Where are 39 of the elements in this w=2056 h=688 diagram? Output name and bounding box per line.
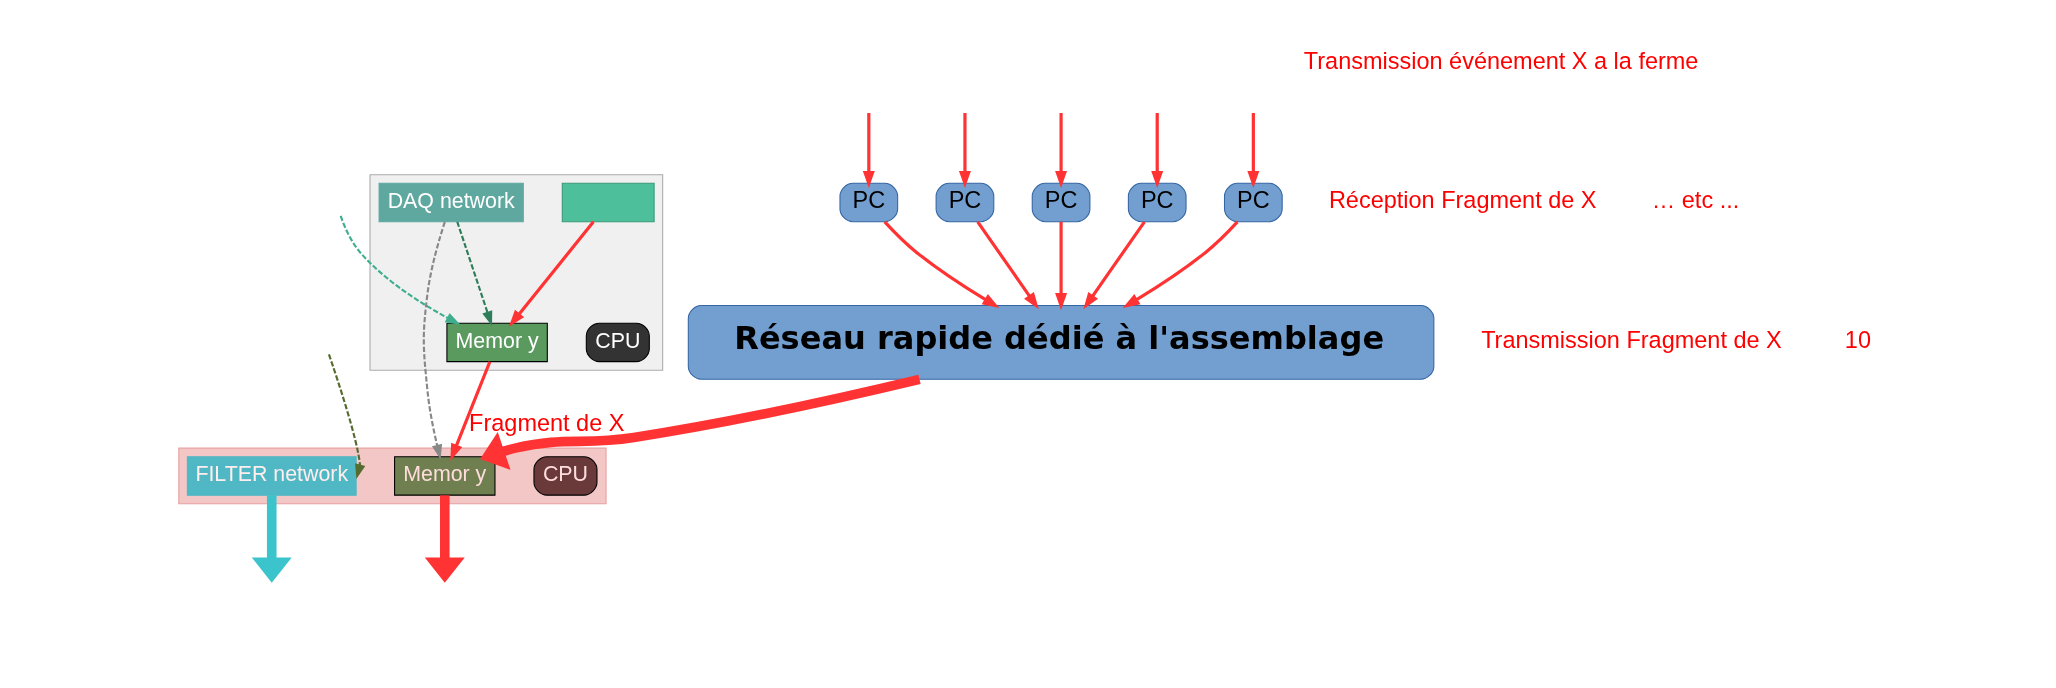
label: Transmission Fragment de X bbox=[1480, 327, 1782, 354]
node-box: DAQ network bbox=[378, 182, 524, 223]
arrow bbox=[1054, 113, 1067, 188]
node-box: PC bbox=[1031, 182, 1090, 223]
label: 10 bbox=[1844, 327, 1871, 354]
arrow bbox=[508, 220, 595, 327]
node-box: PC bbox=[838, 182, 898, 223]
arrow bbox=[1122, 220, 1239, 308]
label: Transmission événement X a la ferme bbox=[1303, 47, 1698, 74]
edge-label: Fragment de X bbox=[468, 409, 624, 436]
node-box: Réseau rapide dédié à l'assemblage bbox=[687, 305, 1434, 380]
node-box: PC bbox=[1127, 182, 1187, 223]
arrow bbox=[1150, 113, 1163, 188]
cluster bbox=[368, 174, 663, 371]
arrow bbox=[1082, 220, 1146, 310]
arrow bbox=[862, 113, 875, 188]
arrow bbox=[883, 220, 999, 308]
arrow bbox=[327, 353, 365, 480]
arrow bbox=[455, 221, 492, 327]
arrow bbox=[479, 374, 921, 470]
arrow bbox=[1246, 113, 1259, 188]
node-box: FILTER network bbox=[186, 456, 357, 496]
node-box: Memor y bbox=[445, 322, 548, 363]
node-box: CPU bbox=[532, 456, 597, 496]
arrow bbox=[251, 495, 292, 583]
arrow bbox=[1054, 221, 1067, 311]
node-box bbox=[561, 182, 655, 223]
label: Réception Fragment de X bbox=[1328, 187, 1596, 214]
node-box: CPU bbox=[585, 322, 650, 363]
node-box: Memor y bbox=[393, 456, 495, 496]
arrow bbox=[339, 215, 460, 325]
arrow bbox=[449, 361, 491, 461]
arrow bbox=[975, 220, 1039, 310]
cluster bbox=[177, 447, 607, 505]
node-box: PC bbox=[935, 182, 994, 223]
node-box: PC bbox=[1223, 182, 1283, 223]
label: … etc ... bbox=[1651, 187, 1739, 214]
arrow bbox=[958, 113, 971, 188]
arrow bbox=[422, 221, 446, 460]
